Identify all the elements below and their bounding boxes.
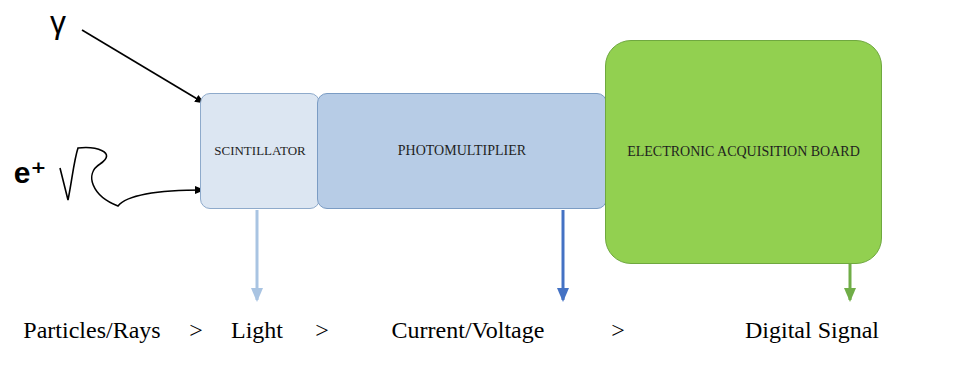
photomultiplier-box: PHOTOMULTIPLIER	[317, 93, 607, 209]
positron-track	[60, 148, 204, 206]
box-label: SCINTILLATOR	[214, 140, 305, 163]
gamma-symbol: γ	[50, 6, 66, 38]
scintillator-box: SCINTILLATOR	[200, 93, 320, 209]
arrow-sign: >	[611, 318, 625, 342]
stage-label: Light	[231, 318, 283, 342]
gamma-ray-arrow	[82, 30, 204, 103]
current-arrow	[562, 210, 565, 300]
box-label: PHOTOMULTIPLIER	[398, 139, 526, 164]
positron-symbol: e⁺	[14, 158, 47, 188]
arrow-sign: >	[189, 318, 203, 342]
stage-label: Current/Voltage	[392, 318, 545, 342]
light-arrow	[256, 210, 259, 300]
box-label: ELECTRONIC ACQUISITION BOARD	[627, 140, 860, 165]
digital-arrow	[849, 264, 852, 300]
acquisition-board-box: ELECTRONIC ACQUISITION BOARD	[605, 40, 882, 264]
arrow-sign: >	[315, 318, 329, 342]
stage-label: Particles/Rays	[23, 318, 160, 342]
stage-label: Digital Signal	[745, 318, 879, 342]
